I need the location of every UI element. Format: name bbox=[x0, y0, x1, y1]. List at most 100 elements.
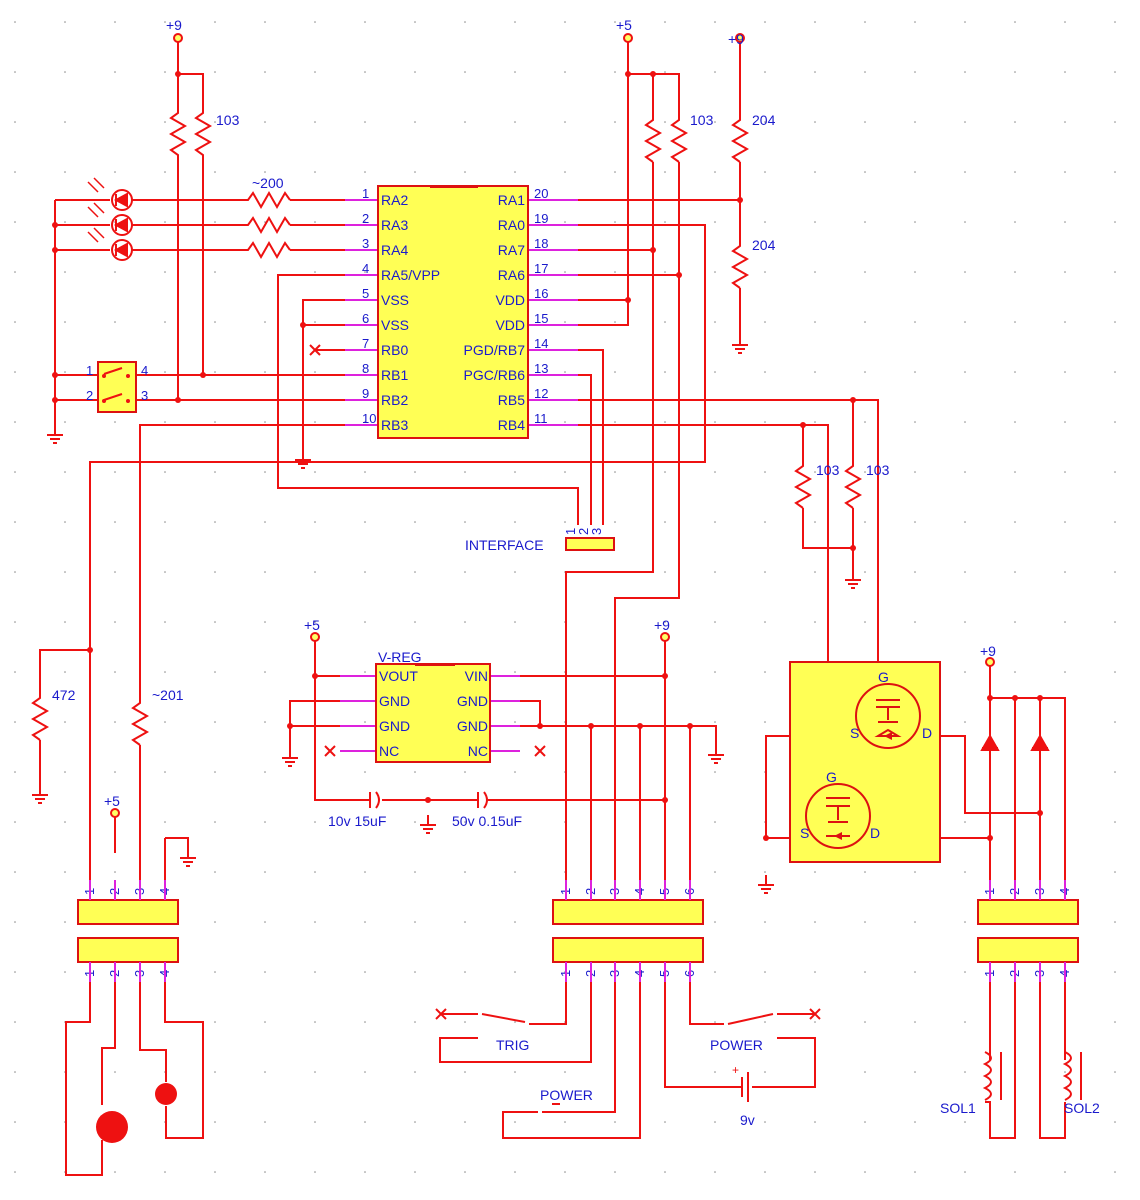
dip-switch-body[interactable] bbox=[97, 361, 137, 413]
led-symbol bbox=[113, 192, 128, 208]
wire bbox=[277, 274, 579, 525]
vreg-left-pin-name: NC bbox=[379, 743, 399, 759]
connector-plug bbox=[77, 937, 179, 963]
junction-dot bbox=[312, 673, 318, 679]
junction-dot bbox=[1012, 695, 1018, 701]
wire bbox=[89, 224, 706, 880]
mcu-right-pin-number: 12 bbox=[534, 386, 548, 401]
wire bbox=[570, 982, 616, 1113]
wire bbox=[664, 982, 742, 1088]
mcu-left-pin-number: 4 bbox=[362, 261, 369, 276]
r-103-label-a: 103 bbox=[216, 112, 240, 128]
r-200-label: ~200 bbox=[252, 175, 284, 191]
microcontroller[interactable] bbox=[377, 185, 529, 439]
mcu-left-pin-number: 6 bbox=[362, 311, 369, 326]
wire bbox=[529, 982, 567, 1025]
wire bbox=[578, 399, 879, 676]
capacitor-1 bbox=[369, 791, 380, 809]
switch-pin-3: 3 bbox=[141, 388, 148, 403]
ground-symbol bbox=[32, 785, 48, 804]
cap2-label: 50v 0.15uF bbox=[452, 813, 522, 829]
no-connect-mark bbox=[809, 1008, 821, 1020]
wires bbox=[39, 73, 1066, 1176]
mosfet2-gate-label: G bbox=[826, 769, 837, 785]
power-button-label: POWER bbox=[540, 1087, 593, 1103]
wire bbox=[920, 735, 1040, 814]
power-label-9v-b: +9 bbox=[728, 31, 744, 47]
ground-symbol bbox=[295, 450, 311, 469]
junction-dot bbox=[850, 545, 856, 551]
power-terminal bbox=[660, 632, 670, 642]
wire bbox=[164, 982, 204, 1139]
phototransistor bbox=[96, 1111, 128, 1143]
power-terminal bbox=[110, 808, 120, 818]
mcu-left-pin-name: RB2 bbox=[381, 392, 408, 408]
mosfet1-drain-label: D bbox=[922, 725, 932, 741]
junction-dot bbox=[637, 723, 643, 729]
components: + bbox=[30, 33, 1082, 1143]
mcu-right-pin-number: 17 bbox=[534, 261, 548, 276]
junction-dot bbox=[662, 673, 668, 679]
junction-dot bbox=[662, 797, 668, 803]
wire bbox=[289, 700, 340, 748]
power-switch-label: POWER bbox=[710, 1037, 763, 1053]
connector-plug bbox=[552, 937, 704, 963]
led-symbol bbox=[113, 242, 128, 258]
power-label-9v-a: +9 bbox=[166, 17, 182, 33]
mcu-body bbox=[377, 185, 529, 439]
power-label-9v-d: +9 bbox=[980, 643, 996, 659]
vreg-right-pin-name: GND bbox=[457, 693, 488, 709]
resistor-horizontal bbox=[240, 240, 291, 260]
junction-dot bbox=[763, 835, 769, 841]
junction-dot bbox=[625, 71, 631, 77]
wire bbox=[502, 982, 641, 1139]
wire bbox=[802, 508, 853, 549]
resistor-horizontal bbox=[240, 215, 291, 235]
junction-dot bbox=[300, 322, 306, 328]
power-label-5v-a: +5 bbox=[616, 17, 632, 33]
power-terminal bbox=[985, 657, 995, 667]
junction-dot bbox=[850, 397, 856, 403]
dip-switch-contacts bbox=[102, 367, 130, 403]
junction-dot bbox=[987, 835, 993, 841]
mcu-left-pin-number: 3 bbox=[362, 236, 369, 251]
resistor-horizontal bbox=[240, 190, 291, 210]
r-103-label-d: 103 bbox=[866, 462, 890, 478]
mcu-right-pin-name: RB5 bbox=[498, 392, 525, 408]
mcu-right-pin-name: VDD bbox=[495, 292, 525, 308]
wire bbox=[314, 676, 370, 801]
mosfet2-source-label: S bbox=[800, 825, 809, 841]
junction-dot bbox=[52, 372, 58, 378]
power-label-5v-c: +5 bbox=[104, 793, 120, 809]
voltage-regulator[interactable] bbox=[375, 663, 491, 763]
trig-label: TRIG bbox=[496, 1037, 529, 1053]
mcu-left-pin-number: 8 bbox=[362, 361, 369, 376]
vreg-left-pin-name: GND bbox=[379, 693, 410, 709]
vreg-title: V-REG bbox=[378, 649, 422, 665]
mcu-right-pin-number: 15 bbox=[534, 311, 548, 326]
mosfet-module[interactable] bbox=[789, 661, 941, 863]
junction-dot bbox=[52, 222, 58, 228]
wire bbox=[578, 374, 592, 525]
wire bbox=[178, 73, 204, 105]
ground-symbol bbox=[708, 745, 724, 764]
interface-header[interactable] bbox=[565, 537, 615, 551]
wire bbox=[578, 349, 604, 525]
battery-9v bbox=[741, 1072, 749, 1102]
ground-symbol bbox=[282, 748, 298, 767]
battery-label: 9v bbox=[740, 1112, 755, 1128]
ground-symbol bbox=[758, 875, 774, 894]
wire bbox=[614, 162, 680, 880]
mcu-right-pin-number: 16 bbox=[534, 286, 548, 301]
mcu-right-pin-name: VDD bbox=[495, 317, 525, 333]
wire bbox=[139, 982, 167, 1082]
junction-dot bbox=[800, 422, 806, 428]
cap1-label: 10v 15uF bbox=[328, 813, 386, 829]
wire bbox=[985, 982, 1016, 1139]
mcu-right-pin-number: 11 bbox=[534, 411, 548, 426]
junction-dot bbox=[87, 647, 93, 653]
junction-dot bbox=[175, 397, 181, 403]
